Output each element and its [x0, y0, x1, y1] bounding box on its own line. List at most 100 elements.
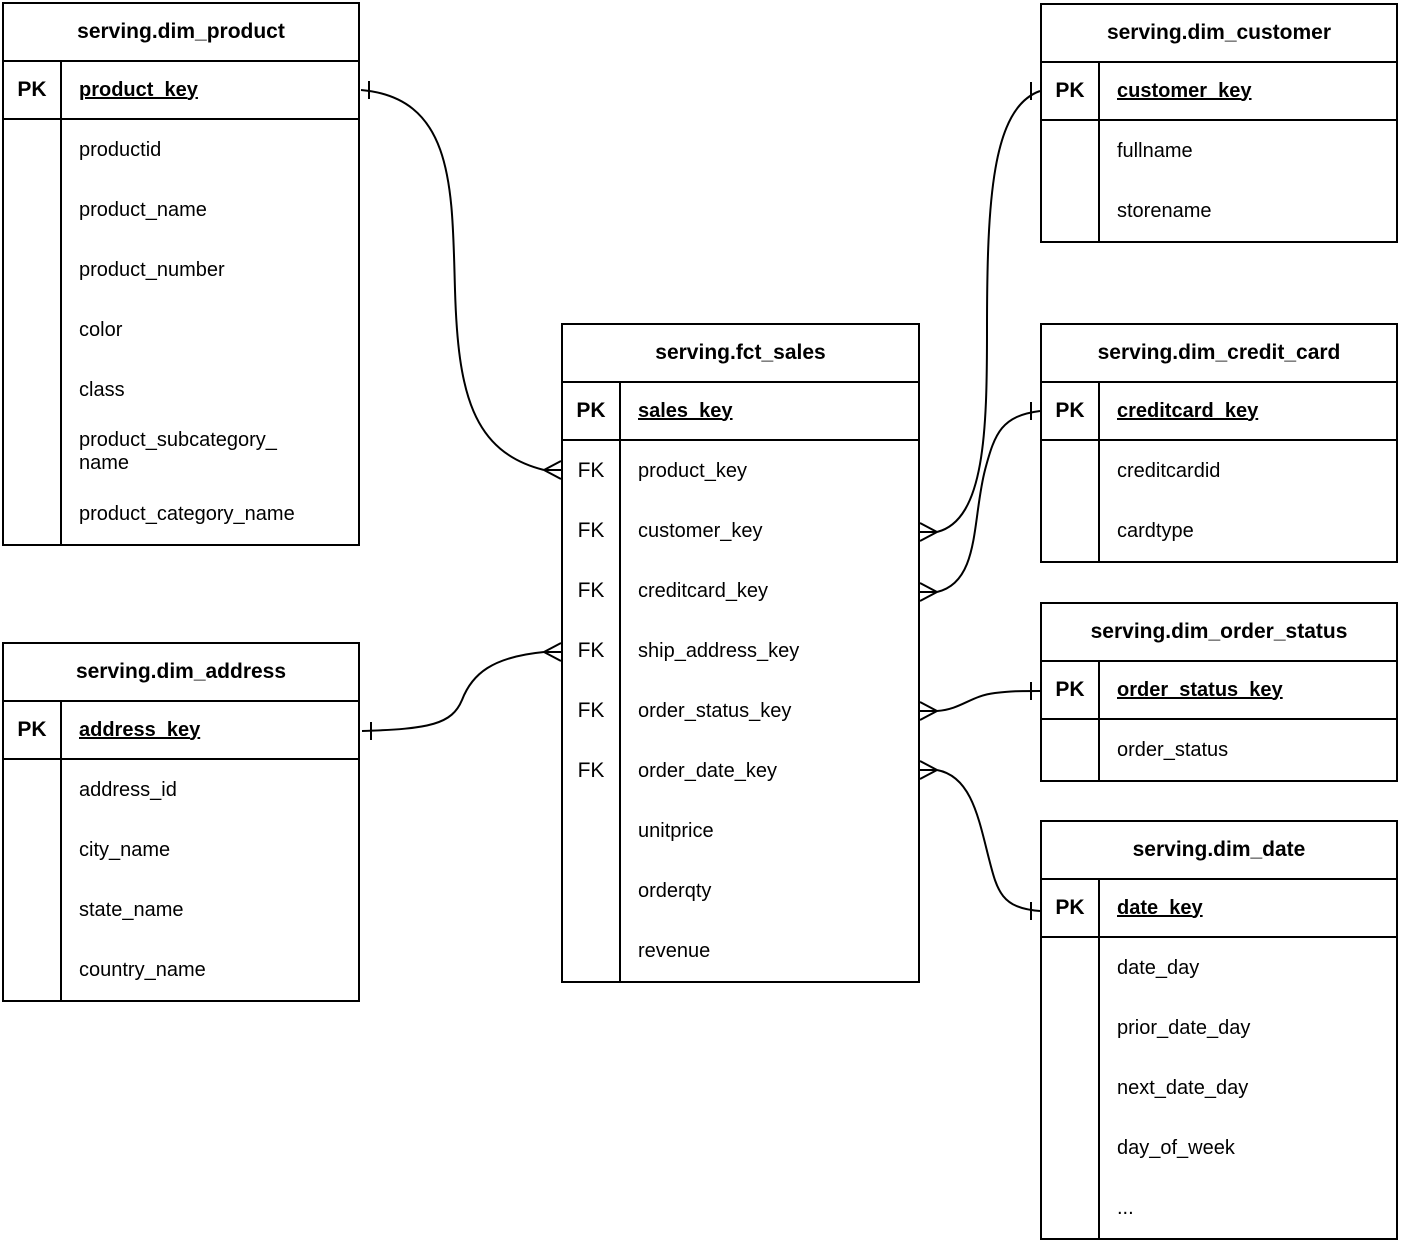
field-name-cell: customer_key	[638, 519, 763, 542]
field-row: state_name	[4, 880, 358, 940]
field-row: storename	[1042, 181, 1396, 241]
field-row: product_name	[4, 180, 358, 240]
field-name-cell: orderqty	[638, 879, 712, 902]
field-name-cell: day_of_week	[1117, 1136, 1235, 1159]
field-name-cell: order_status	[1117, 738, 1229, 761]
relationship-line	[936, 90, 1041, 533]
field-row: revenue	[563, 921, 918, 981]
field-key-cell	[4, 240, 62, 300]
crow-foot-many-icon	[919, 701, 938, 721]
field-key-cell: FK	[563, 681, 621, 741]
pk-field-name: creditcard_key	[1117, 399, 1259, 422]
relationship-line	[360, 89, 545, 471]
field-key-cell	[1042, 121, 1100, 181]
relationship-line	[936, 410, 1041, 593]
table-title: serving.dim_order_status	[1042, 604, 1396, 662]
pk-field-name: address_key	[79, 718, 201, 741]
entity-table-dim-order-status: serving.dim_order_status PK order_status…	[1040, 602, 1398, 782]
crow-foot-many-icon	[543, 460, 562, 480]
field-row: city_name	[4, 820, 358, 880]
field-key-cell: FK	[563, 741, 621, 801]
field-key-cell	[1042, 998, 1100, 1058]
table-title: serving.dim_product	[4, 4, 358, 62]
relationship-line	[936, 769, 1041, 912]
field-key-cell	[1042, 1058, 1100, 1118]
field-name-cell: order_status_key	[638, 699, 792, 722]
field-name-cell: creditcardid	[1117, 459, 1221, 482]
field-name-cell: country_name	[79, 958, 206, 981]
pk-badge: PK	[563, 383, 621, 439]
pk-row: PK sales_key	[563, 383, 918, 441]
crow-foot-many-icon	[919, 522, 938, 542]
field-key-cell	[1042, 501, 1100, 561]
field-row: prior_date_day	[1042, 998, 1396, 1058]
field-name-cell: next_date_day	[1117, 1076, 1249, 1099]
field-row: fullname	[1042, 121, 1396, 181]
field-key-cell: FK	[563, 501, 621, 561]
entity-table-dim-customer: serving.dim_customer PK customer_key ful…	[1040, 3, 1398, 243]
pk-badge: PK	[1042, 63, 1100, 119]
field-name-cell: cardtype	[1117, 519, 1194, 542]
relationship-address-connector	[361, 642, 562, 740]
field-name-cell: revenue	[638, 939, 711, 962]
field-name-cell: product_subcategory_ name	[79, 429, 277, 474]
field-key-cell	[563, 801, 621, 861]
pk-row: PK address_key	[4, 702, 358, 760]
field-name-cell: product_name	[79, 198, 207, 221]
pk-field-name: date_key	[1117, 896, 1203, 919]
field-key-cell	[1042, 720, 1100, 780]
field-key-cell	[4, 420, 62, 484]
entity-table-dim-product: serving.dim_product PK product_key produ…	[2, 2, 360, 546]
pk-badge: PK	[1042, 662, 1100, 718]
field-key-cell: FK	[563, 621, 621, 681]
field-row: ...	[1042, 1178, 1396, 1238]
field-row: FK order_status_key	[563, 681, 918, 741]
field-key-cell	[4, 120, 62, 180]
pk-badge: PK	[1042, 383, 1100, 439]
field-key-cell: FK	[563, 441, 621, 501]
field-key-cell	[563, 921, 621, 981]
field-name-cell: productid	[79, 138, 162, 161]
field-row: unitprice	[563, 801, 918, 861]
field-name-cell: order_date_key	[638, 759, 777, 782]
field-name-cell: fullname	[1117, 139, 1193, 162]
field-row: creditcardid	[1042, 441, 1396, 501]
field-row: order_status	[1042, 720, 1396, 780]
pk-badge: PK	[4, 702, 62, 758]
field-row: cardtype	[1042, 501, 1396, 561]
pk-row: PK customer_key	[1042, 63, 1396, 121]
relationship-order-status-connector	[919, 682, 1041, 721]
field-row: address_id	[4, 760, 358, 820]
field-key-cell	[4, 820, 62, 880]
field-name-cell: storename	[1117, 199, 1212, 222]
field-row: product_subcategory_ name	[4, 420, 358, 484]
field-name-cell: class	[79, 378, 125, 401]
relationship-product-connector	[360, 81, 562, 480]
field-row: orderqty	[563, 861, 918, 921]
field-key-cell	[4, 484, 62, 544]
relationship-date-connector	[919, 760, 1041, 920]
field-key-cell	[1042, 938, 1100, 998]
field-key-cell	[4, 940, 62, 1000]
field-row: FK order_date_key	[563, 741, 918, 801]
field-row: productid	[4, 120, 358, 180]
field-row: day_of_week	[1042, 1118, 1396, 1178]
pk-row: PK product_key	[4, 62, 358, 120]
relationship-credit-card-connector	[919, 402, 1041, 602]
crow-foot-many-icon	[919, 582, 938, 602]
pk-field-name: sales_key	[638, 399, 733, 422]
field-key-cell	[4, 300, 62, 360]
field-row: next_date_day	[1042, 1058, 1396, 1118]
crow-foot-many-icon	[919, 760, 938, 780]
field-row: color	[4, 300, 358, 360]
field-row: country_name	[4, 940, 358, 1000]
table-title: serving.dim_address	[4, 644, 358, 702]
pk-badge: PK	[1042, 880, 1100, 936]
pk-field-name: product_key	[79, 78, 198, 101]
field-key-cell	[4, 880, 62, 940]
crow-foot-many-icon	[543, 642, 562, 662]
